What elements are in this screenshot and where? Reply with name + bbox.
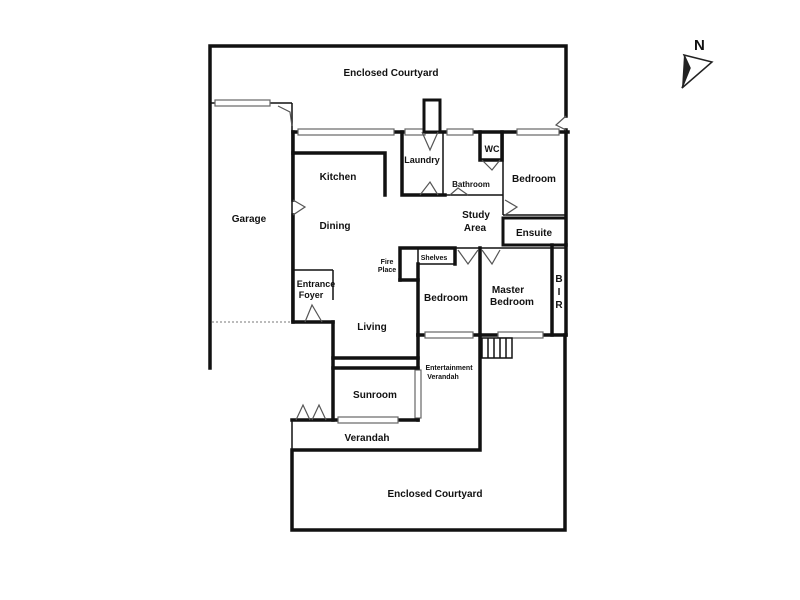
label-ent-verandah-line1: Entertainment	[425, 365, 473, 372]
compass-label: N	[694, 37, 705, 54]
label-fireplace-line2: Place	[378, 267, 396, 274]
label-ensuite: Ensuite	[516, 228, 553, 239]
label-bir-b: B	[555, 274, 562, 285]
label-bedroom-ne: Bedroom	[512, 174, 556, 185]
label-entrance-line1: Entrance	[297, 279, 336, 289]
steps	[481, 337, 513, 359]
label-master-line1: Master	[492, 285, 524, 296]
house-walls	[290, 98, 570, 424]
room-labels: Enclosed Courtyard Garage Kitchen Dining…	[232, 68, 564, 500]
label-shelves: Shelves	[421, 255, 448, 262]
label-courtyard-top: Enclosed Courtyard	[343, 68, 438, 79]
label-living: Living	[357, 322, 386, 333]
label-entrance-line2: Foyer	[299, 290, 324, 300]
label-master-line2: Bedroom	[490, 297, 534, 308]
label-study-line2: Area	[464, 223, 487, 234]
label-verandah: Verandah	[344, 433, 389, 444]
label-garage: Garage	[232, 214, 267, 225]
label-ent-verandah-line2: Verandah	[427, 374, 459, 381]
label-bathroom: Bathroom	[452, 180, 490, 189]
label-laundry: Laundry	[404, 155, 440, 165]
compass: N	[681, 37, 714, 89]
label-study-line1: Study	[462, 210, 490, 221]
label-fireplace-line1: Fire	[381, 259, 394, 266]
north-arrow-fill-icon	[682, 55, 690, 88]
label-bir-r: R	[555, 300, 563, 311]
label-courtyard-bottom: Enclosed Courtyard	[387, 489, 482, 500]
label-bedroom-mid: Bedroom	[424, 293, 468, 304]
label-kitchen: Kitchen	[320, 172, 357, 183]
label-wc: WC	[485, 144, 500, 154]
label-dining: Dining	[319, 221, 350, 232]
label-sunroom: Sunroom	[353, 390, 397, 401]
label-bir-i: I	[558, 287, 561, 298]
garage-walls	[210, 99, 293, 323]
